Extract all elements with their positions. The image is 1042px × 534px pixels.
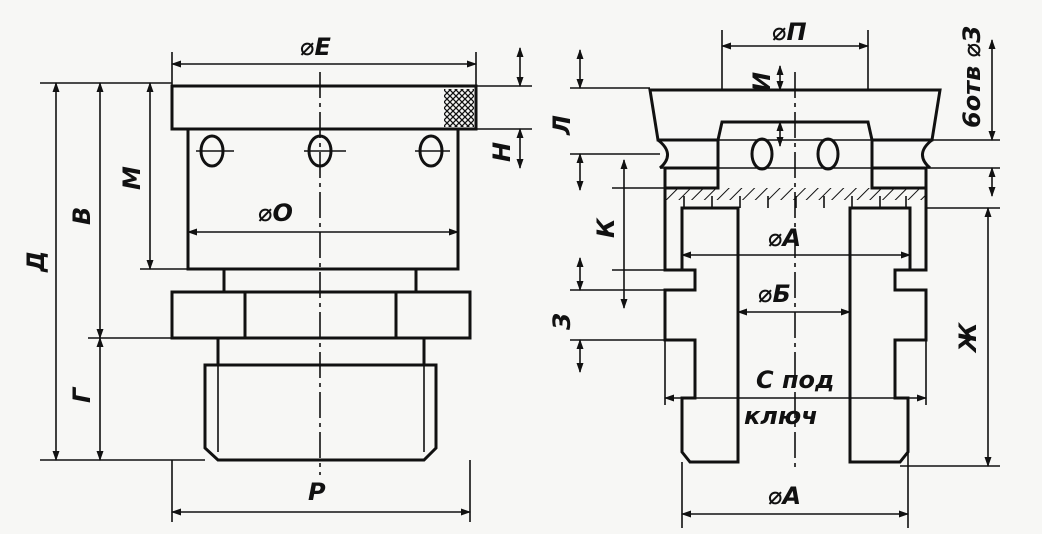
right-labels: ⌀П И Л 6отв ⌀З К ⌀А ⌀Б З С под ключ Ж ⌀А (548, 18, 986, 510)
label-n: Н (488, 142, 516, 162)
label-diam-o: ⌀O (258, 199, 293, 227)
label-holes: 6отв ⌀З (958, 26, 986, 128)
label-wrench-line2: ключ (744, 402, 818, 430)
label-diam-b: ⌀Б (758, 280, 791, 308)
label-diam-e: ⌀E (300, 33, 331, 61)
label-i: И (748, 72, 776, 92)
left-view: ⌀E ⌀O P Д В М Г Н (22, 33, 532, 522)
left-labels: ⌀E ⌀O P Д В М Г Н (22, 33, 516, 506)
left-body-outline (170, 84, 478, 462)
left-holes (196, 134, 450, 168)
label-z: З (548, 313, 576, 331)
label-diam-a-inner: ⌀А (768, 224, 801, 252)
left-dimensions (40, 47, 532, 522)
holes-band (657, 137, 933, 208)
label-l: Л (548, 115, 576, 136)
label-zh: Ж (954, 322, 982, 354)
label-v: В (68, 207, 96, 225)
knurled-rim (444, 89, 474, 127)
right-dimensions (570, 30, 1000, 528)
label-diam-a-outer: ⌀А (768, 482, 801, 510)
right-view: ⌀П И Л 6отв ⌀З К ⌀А ⌀Б З С под ключ Ж ⌀А (548, 18, 1000, 528)
label-m: М (118, 166, 146, 190)
label-g: Г (68, 386, 96, 403)
label-d: Д (22, 251, 50, 273)
label-p: P (308, 478, 326, 506)
label-wrench-line1: С под (756, 366, 834, 394)
section-sleeve (663, 206, 928, 464)
label-diam-p: ⌀П (772, 18, 807, 46)
label-k: К (592, 217, 620, 238)
